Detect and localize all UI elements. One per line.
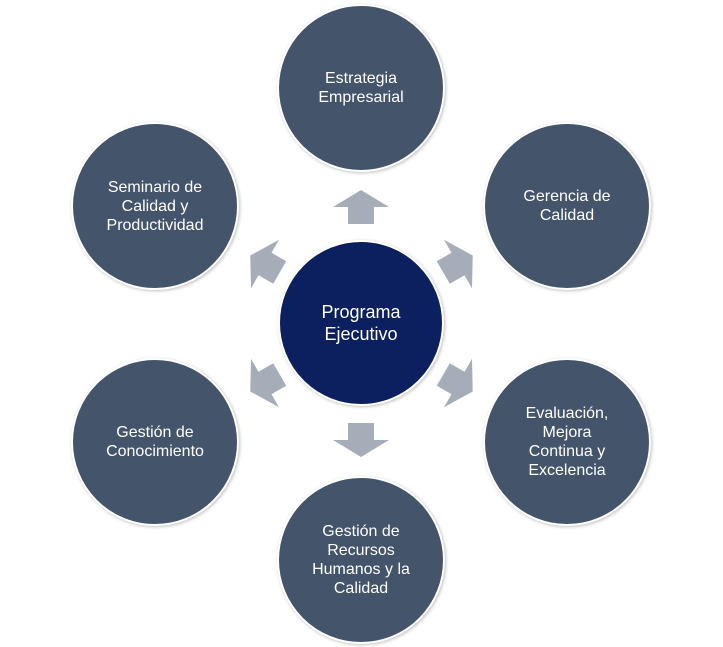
node-label: Estrategia Empresarial xyxy=(318,70,404,106)
arrow-to-recursos xyxy=(333,423,389,457)
node-gestion-recursos-humanos: Gestión de Recursos Humanos y la Calidad xyxy=(277,476,445,644)
arrow-to-gerencia xyxy=(436,239,473,289)
node-estrategia-empresarial: Estrategia Empresarial xyxy=(277,4,445,172)
arrow-to-conocimiento xyxy=(250,358,287,408)
node-gestion-de-conocimiento: Gestión de Conocimiento xyxy=(71,358,239,526)
center-node-programa-ejecutivo: Programa Ejecutivo xyxy=(278,240,444,406)
node-label: Evaluación, Mejora Continua y Excelencia xyxy=(525,405,609,479)
node-seminario-calidad: Seminario de Calidad y Productividad xyxy=(71,122,239,290)
node-evaluacion-mejora: Evaluación, Mejora Continua y Excelencia xyxy=(483,358,651,526)
node-label: Gestión de Recursos Humanos y la Calidad xyxy=(312,523,410,597)
node-label: Gerencia de Calidad xyxy=(523,188,611,224)
center-node-label: Programa Ejecutivo xyxy=(321,302,401,344)
node-label: Gestión de Conocimiento xyxy=(106,424,204,460)
arrow-to-evaluacion xyxy=(436,358,473,408)
node-gerencia-de-calidad: Gerencia de Calidad xyxy=(483,122,651,290)
arrow-to-estrategia xyxy=(333,190,389,224)
node-label: Seminario de Calidad y Productividad xyxy=(106,178,204,234)
arrow-to-seminario xyxy=(250,239,287,289)
